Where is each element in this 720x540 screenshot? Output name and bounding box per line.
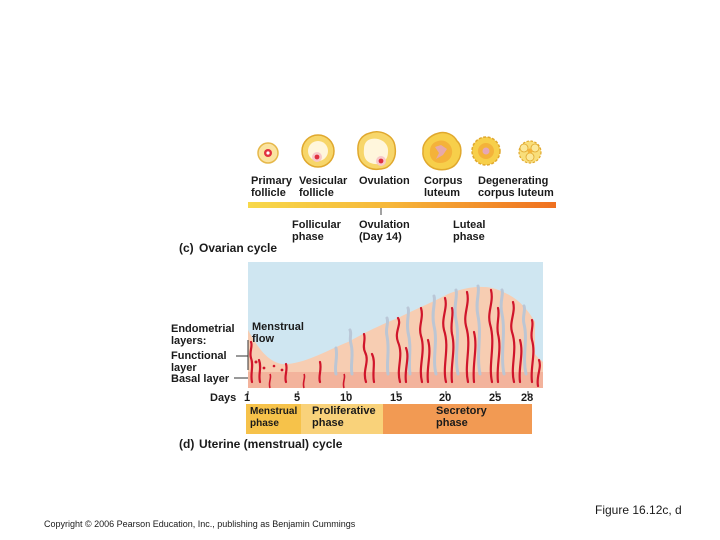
primary-follicle-icon xyxy=(257,142,279,164)
corpus-albicans-icon xyxy=(518,140,542,164)
phase-label-ovulation-day: Ovulation (Day 14) xyxy=(359,219,410,243)
phase-label-follicular: Follicular phase xyxy=(292,219,341,243)
phase-secretory xyxy=(383,404,532,434)
day-tick-10: 10 xyxy=(340,392,353,404)
day-tick-1: 1 xyxy=(244,392,251,404)
day-tick-28: 28 xyxy=(521,392,534,404)
functional-layer xyxy=(248,286,543,388)
phase-bar xyxy=(246,404,532,434)
basal-layer xyxy=(248,372,543,388)
degenerating-corpus-luteum-icon xyxy=(471,136,501,166)
phase-label-luteal: Luteal phase xyxy=(453,219,486,243)
corpus-luteum-icon xyxy=(422,131,462,171)
stage-label-ovulation: Ovulation xyxy=(359,175,410,187)
figure-label: Figure 16.12c, d xyxy=(595,503,682,517)
copyright-notice: Copyright © 2006 Pearson Education, Inc.… xyxy=(44,519,356,529)
day-tick-25: 25 xyxy=(489,392,502,404)
panel-d-letter: (d) xyxy=(179,437,195,451)
layer-pointer-lines xyxy=(234,340,249,379)
stage-label-corpus-luteum: Corpus luteum xyxy=(424,175,463,199)
day-tick-20: 20 xyxy=(439,392,452,404)
stage-label-vesicular-follicle: Vesicular follicle xyxy=(299,175,348,199)
ovulation-follicle-icon xyxy=(357,131,397,171)
panel-c-title: Ovarian cycle xyxy=(199,241,278,255)
days-axis-label: Days xyxy=(210,392,237,404)
panel-c-letter: (c) xyxy=(179,241,194,255)
functional-layer-label: Functional layer xyxy=(171,350,227,374)
endometrial-layers-label: Endometrial layers: xyxy=(171,323,235,347)
phase-proliferative xyxy=(301,404,383,434)
ovarian-follicle-stages xyxy=(257,131,542,171)
ovarian-timeline-bar xyxy=(248,202,556,215)
endometrium-illustration xyxy=(248,262,543,389)
panel-d-title: Uterine (menstrual) cycle xyxy=(199,437,343,451)
days-axis xyxy=(247,391,529,395)
vesicular-follicle-icon xyxy=(301,134,335,168)
day-tick-5: 5 xyxy=(294,392,301,404)
stage-label-degenerating-corpus-luteum: Degenerating corpus luteum xyxy=(478,175,554,199)
phase-label-secretory: Secretory phase xyxy=(436,405,487,429)
phase-menstrual xyxy=(246,404,301,434)
basal-layer-label: Basal layer xyxy=(171,373,230,385)
phase-label-proliferative: Proliferative phase xyxy=(312,405,376,429)
menstrual-flow-label: Menstrual flow xyxy=(252,321,304,345)
phase-label-menstrual: Menstrual phase xyxy=(250,406,298,429)
stage-label-primary-follicle: Primary follicle xyxy=(251,175,292,199)
day-tick-15: 15 xyxy=(390,392,403,404)
